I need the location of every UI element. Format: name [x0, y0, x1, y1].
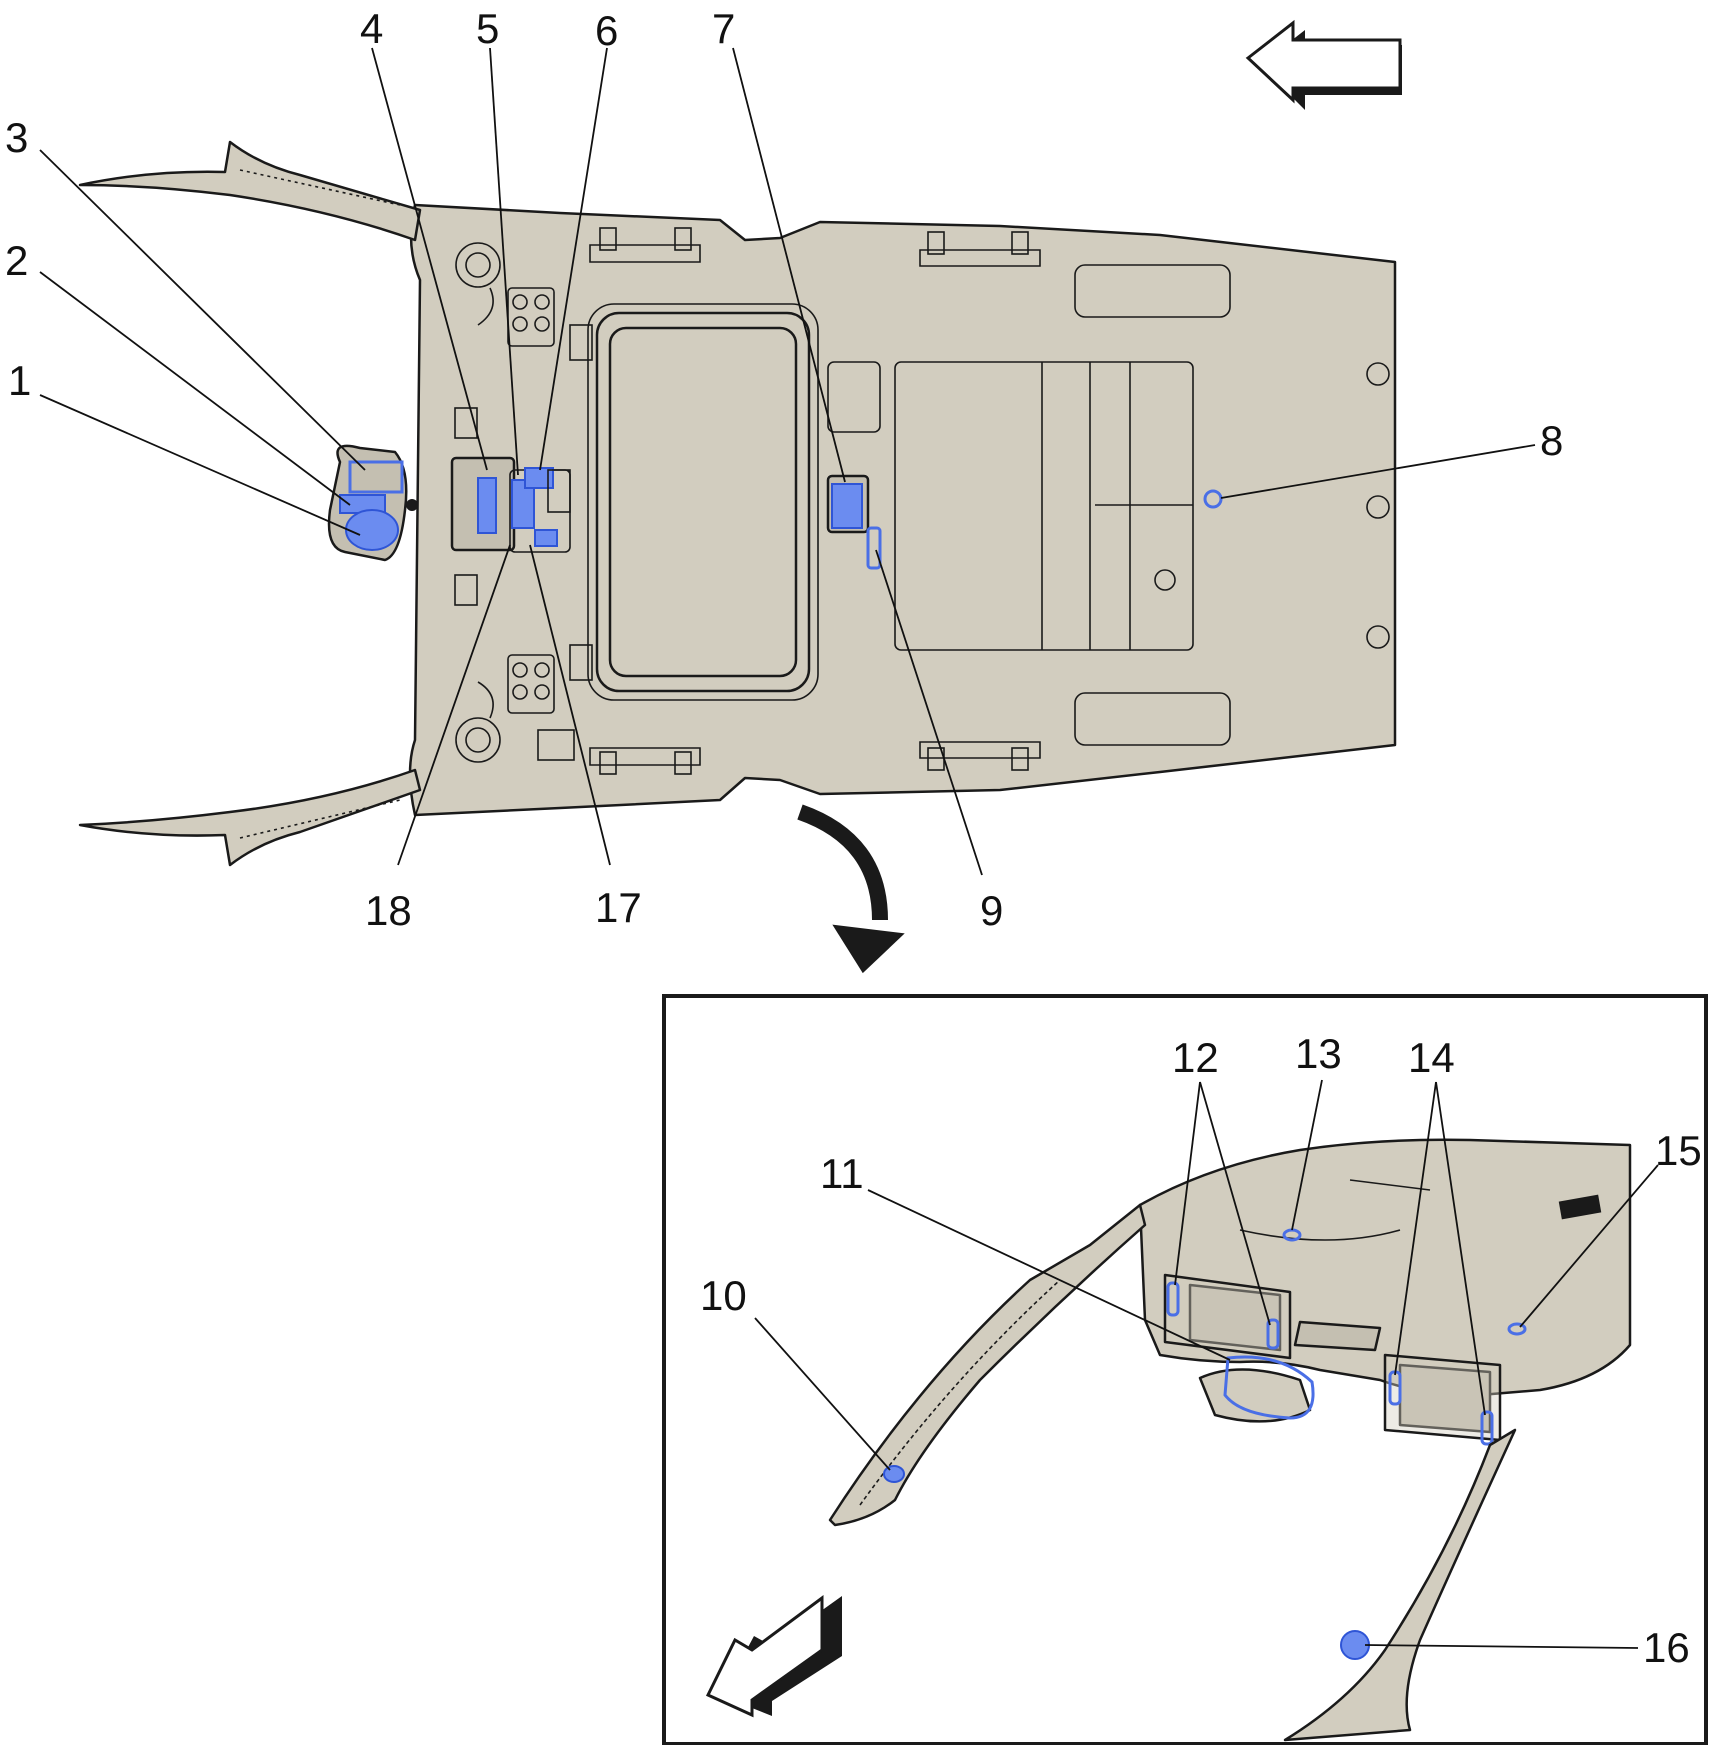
headliner-panel	[408, 203, 1397, 817]
dome-lamp-highlight	[831, 483, 863, 529]
callout-labels: 1 2 3 4 5 6 7 8 9 10 11 12 13 14 15 16 1…	[5, 5, 1702, 1671]
callout-3: 3	[5, 114, 28, 161]
grab-handle-front-right	[589, 747, 701, 775]
visor-clip-highlight-right-b	[1480, 1410, 1494, 1446]
headliner-perspective-view	[828, 1138, 1632, 1742]
speaker-grille-upper	[455, 242, 501, 288]
direction-arrow-forward-icon	[1245, 19, 1402, 110]
vent-upper	[454, 407, 478, 439]
a-pillar-clip-highlight	[883, 1465, 905, 1483]
callout-4: 4	[360, 5, 383, 52]
switch-highlight-6	[524, 467, 554, 489]
connector-highlight-17	[534, 529, 558, 547]
direction-arrow-rear-view-icon	[705, 1595, 842, 1718]
rear-panel-area	[894, 361, 1194, 651]
vent-lower	[454, 574, 478, 606]
headliner-clip-highlight-15	[1507, 1322, 1527, 1336]
sun-visor-right	[1398, 1363, 1492, 1434]
callout-7: 7	[712, 5, 735, 52]
sun-visor-left	[1188, 1283, 1282, 1352]
rear-clip-highlight	[1203, 489, 1223, 509]
mirror-highlight	[1223, 1355, 1315, 1420]
rear-handle-pocket-upper	[1074, 264, 1231, 318]
a-pillar-trim-upper	[78, 140, 422, 242]
view-transition-arrow-icon	[797, 804, 905, 974]
visor-clip-highlight-left-b	[1266, 1318, 1280, 1350]
grab-handle-rear-left	[919, 231, 1041, 267]
callout-10: 10	[700, 1272, 747, 1319]
callout-1: 1	[8, 357, 31, 404]
callout-8: 8	[1540, 417, 1563, 464]
mirror-cover-highlight	[348, 460, 404, 494]
inset-a-pillar-left	[828, 1203, 1147, 1527]
callout-14: 14	[1408, 1034, 1455, 1081]
sunroof-opening	[608, 326, 798, 678]
a-pillar-trim-lower	[78, 768, 422, 867]
callout-11: 11	[820, 1150, 864, 1197]
console-light-highlight	[477, 477, 497, 534]
headliner-top-view	[78, 140, 1397, 867]
inset-a-pillar-right	[1283, 1428, 1517, 1742]
mirror-sensor-highlight	[345, 509, 399, 551]
rear-switch-highlight	[866, 526, 882, 570]
switch-cluster-lower	[507, 654, 555, 714]
callout-13: 13	[1295, 1030, 1342, 1077]
rear-handle-pocket-lower	[1074, 692, 1231, 746]
callout-18: 18	[365, 887, 412, 934]
callout-15: 15	[1655, 1127, 1702, 1174]
grab-handle-front-left	[589, 227, 701, 263]
visor-clip-highlight-left-a	[1166, 1281, 1180, 1317]
callout-16: 16	[1643, 1624, 1690, 1671]
leader-lines	[39, 47, 1659, 1649]
callout-17: 17	[595, 884, 642, 931]
speaker-grille-lower	[455, 717, 501, 763]
callout-2: 2	[5, 237, 28, 284]
callout-12: 12	[1172, 1034, 1219, 1081]
console-module-highlight	[511, 479, 535, 529]
callout-6: 6	[595, 7, 618, 54]
pillar-trim-button-highlight	[1340, 1630, 1370, 1660]
inset-overhead-console	[1293, 1320, 1382, 1352]
callout-5: 5	[476, 5, 499, 52]
callout-9: 9	[980, 887, 1003, 934]
